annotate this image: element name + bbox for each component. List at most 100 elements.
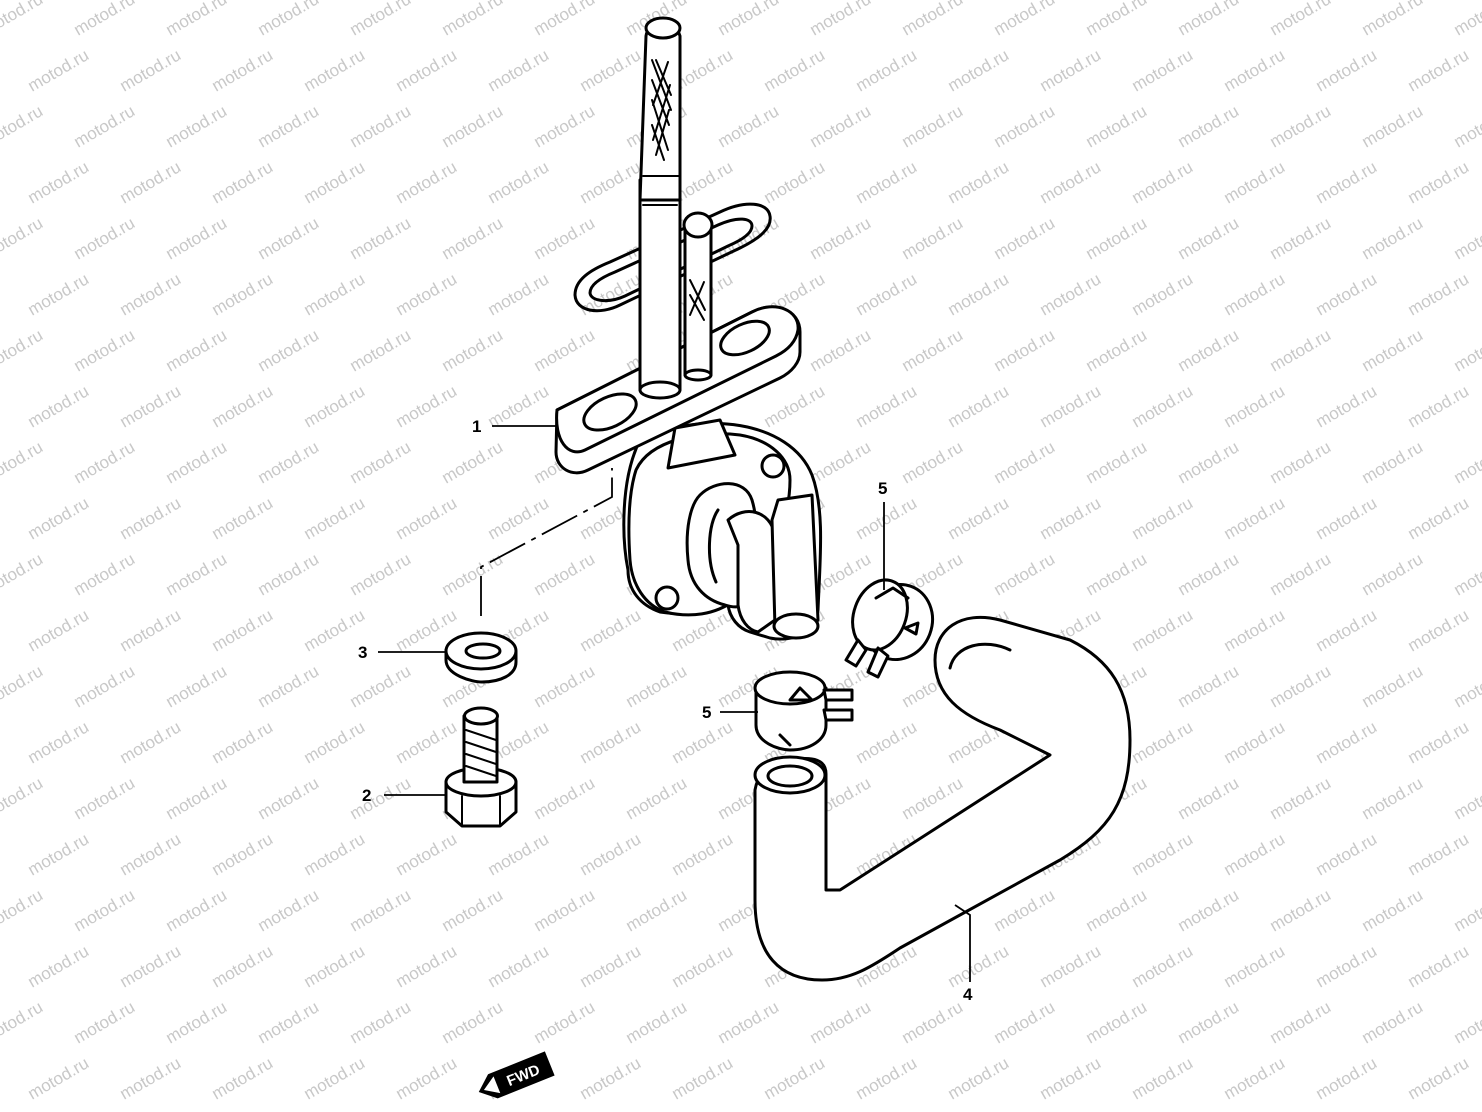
- watermark-text: motod.ru: [531, 101, 599, 151]
- watermark-text: motod.ru: [1405, 717, 1473, 767]
- watermark-text: motod.ru: [1083, 213, 1151, 263]
- watermark-text: motod.ru: [393, 493, 461, 543]
- watermark-text: motod.ru: [347, 549, 415, 599]
- watermark-text: motod.ru: [1129, 717, 1197, 767]
- watermark-text: motod.ru: [623, 997, 691, 1047]
- watermark-text: motod.ru: [1221, 493, 1289, 543]
- watermark-text: motod.ru: [347, 437, 415, 487]
- watermark-text: motod.ru: [25, 157, 93, 207]
- watermark-text: motod.ru: [393, 717, 461, 767]
- watermark-text: motod.ru: [853, 381, 921, 431]
- watermark-text: motod.ru: [25, 1053, 93, 1103]
- callout-1: 1: [472, 417, 481, 436]
- watermark-text: motod.ru: [1175, 101, 1243, 151]
- watermark-text: motod.ru: [71, 0, 139, 39]
- watermark-text: motod.ru: [1313, 1053, 1381, 1103]
- watermark-text: motod.ru: [1359, 773, 1427, 823]
- watermark-text: motod.ru: [1267, 437, 1335, 487]
- watermark-text: motod.ru: [1175, 0, 1243, 39]
- watermark-text: motod.ru: [71, 101, 139, 151]
- watermark-text: motod.ru: [1451, 213, 1482, 263]
- watermark-text: motod.ru: [393, 829, 461, 879]
- watermark-text: motod.ru: [1451, 549, 1482, 599]
- watermark-text: motod.ru: [209, 157, 277, 207]
- watermark-text: motod.ru: [1221, 829, 1289, 879]
- watermark-text: motod.ru: [577, 717, 645, 767]
- watermark-text: motod.ru: [1037, 493, 1105, 543]
- callout-5-upper: 5: [878, 479, 887, 498]
- watermark-text: motod.ru: [1221, 1053, 1289, 1103]
- watermark-text: motod.ru: [761, 45, 829, 95]
- watermark-text: motod.ru: [1083, 885, 1151, 935]
- watermark-text: motod.ru: [1359, 997, 1427, 1047]
- watermark-text: motod.ru: [1267, 325, 1335, 375]
- watermark-text: motod.ru: [1129, 493, 1197, 543]
- watermark-text: motod.ru: [1313, 45, 1381, 95]
- watermark-text: motod.ru: [209, 829, 277, 879]
- watermark-text: motod.ru: [255, 0, 323, 39]
- watermark-text: motod.ru: [1267, 213, 1335, 263]
- watermark-text: motod.ru: [577, 1053, 645, 1103]
- watermark-text: motod.ru: [25, 493, 93, 543]
- callout-4: 4: [963, 985, 973, 1004]
- watermark-text: motod.ru: [1405, 1053, 1473, 1103]
- watermark-text: motod.ru: [347, 213, 415, 263]
- bolt-part: [444, 706, 518, 828]
- watermark-text: motod.ru: [1405, 45, 1473, 95]
- watermark-text: motod.ru: [1129, 605, 1197, 655]
- watermark-text: motod.ru: [1175, 549, 1243, 599]
- watermark-text: motod.ru: [1451, 997, 1482, 1047]
- watermark-text: motod.ru: [209, 45, 277, 95]
- watermark-text: motod.ru: [71, 773, 139, 823]
- watermark-text: motod.ru: [117, 829, 185, 879]
- watermark-text: motod.ru: [1267, 0, 1335, 39]
- watermark-text: motod.ru: [25, 45, 93, 95]
- watermark-text: motod.ru: [71, 997, 139, 1047]
- watermark-text: motod.ru: [255, 773, 323, 823]
- watermark-text: motod.ru: [1267, 661, 1335, 711]
- watermark-text: motod.ru: [393, 157, 461, 207]
- watermark-text: motod.ru: [1037, 157, 1105, 207]
- watermark-text: motod.ru: [807, 213, 875, 263]
- watermark-text: motod.ru: [945, 157, 1013, 207]
- watermark-text: motod.ru: [209, 381, 277, 431]
- watermark-text: motod.ru: [807, 437, 875, 487]
- watermark-text: motod.ru: [853, 45, 921, 95]
- watermark-text: motod.ru: [577, 269, 645, 319]
- watermark-text: motod.ru: [1267, 101, 1335, 151]
- watermark-text: motod.ru: [163, 437, 231, 487]
- watermark-text: motod.ru: [899, 325, 967, 375]
- watermark-text: motod.ru: [117, 381, 185, 431]
- watermark-text: motod.ru: [1451, 0, 1482, 39]
- watermark-text: motod.ru: [1313, 941, 1381, 991]
- valve-body: [622, 418, 823, 641]
- watermark-text: motod.ru: [1221, 941, 1289, 991]
- watermark-text: motod.ru: [301, 157, 369, 207]
- watermark-text: motod.ru: [347, 0, 415, 39]
- hose-clamp-upper: [844, 578, 934, 679]
- watermark-text: motod.ru: [71, 885, 139, 935]
- watermark-text: motod.ru: [991, 101, 1059, 151]
- watermark-text: motod.ru: [485, 493, 553, 543]
- watermark-text: motod.ru: [301, 381, 369, 431]
- watermark-text: motod.ru: [1129, 1053, 1197, 1103]
- watermark-text: motod.ru: [623, 661, 691, 711]
- watermark-text: motod.ru: [1313, 381, 1381, 431]
- watermark-text: motod.ru: [347, 325, 415, 375]
- watermark-text: motod.ru: [1083, 549, 1151, 599]
- watermark-text: motod.ru: [1405, 269, 1473, 319]
- watermark-text: motod.ru: [71, 549, 139, 599]
- watermark-text: motod.ru: [577, 605, 645, 655]
- callout-3: 3: [358, 643, 367, 662]
- watermark-text: motod.ru: [807, 0, 875, 39]
- watermark-text: motod.ru: [669, 941, 737, 991]
- watermark-text: motod.ru: [899, 997, 967, 1047]
- watermark-text: motod.ru: [991, 549, 1059, 599]
- watermark-text: motod.ru: [1175, 773, 1243, 823]
- valve-gasket-ring: [573, 202, 772, 313]
- watermark-text: motod.ru: [991, 0, 1059, 39]
- watermark-text: motod.ru: [1359, 213, 1427, 263]
- watermark-text: motod.ru: [485, 941, 553, 991]
- watermark-text: motod.ru: [991, 213, 1059, 263]
- watermark-text: motod.ru: [393, 1053, 461, 1103]
